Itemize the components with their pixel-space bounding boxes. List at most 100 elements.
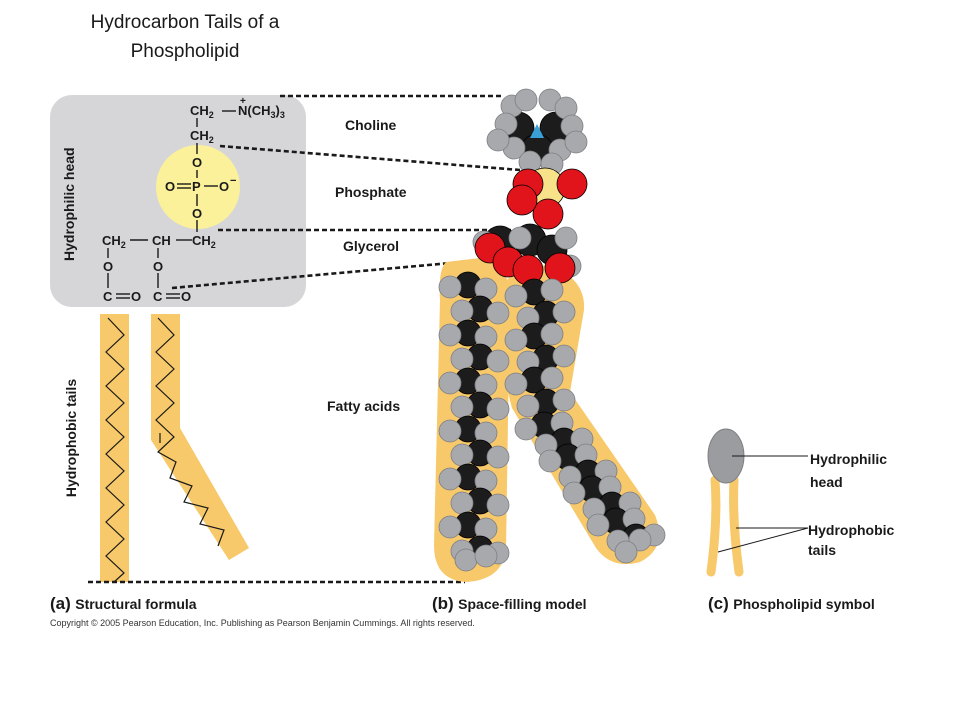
formula-o-lower: O — [192, 206, 202, 221]
formula-glycerol-ch2-left: CH2 — [102, 233, 126, 250]
hydrogen-atom — [486, 493, 510, 517]
saturated-tail-band — [100, 314, 129, 582]
formula-carbonyl-right-o: O — [181, 289, 191, 304]
saturated-tail-zigzag — [105, 317, 125, 583]
unsaturated-tail-band — [151, 314, 249, 560]
oxygen-atom — [544, 252, 576, 284]
hydrogen-atom — [508, 226, 532, 250]
caption-a-letter: (a) — [50, 594, 71, 613]
symbol-tail-left — [706, 475, 721, 577]
hydrogen-atom — [486, 397, 510, 421]
hydrogen-atom — [450, 443, 474, 467]
connector-lines — [88, 94, 528, 584]
formula-bonds — [107, 110, 236, 299]
caption-a-text: Structural formula — [75, 596, 197, 612]
formula-n-group: N(CH3)3 — [238, 103, 285, 120]
hydrogen-atom — [504, 372, 528, 396]
symbol-tail-right — [729, 475, 744, 577]
symbol-head-label-line2: head — [810, 474, 843, 490]
caption-a: (a) Structural formula — [50, 594, 197, 614]
hydrophilic-head-label: Hydrophilic head — [61, 147, 77, 261]
hydrogen-atom — [486, 349, 510, 373]
oxygen-atom — [556, 168, 588, 200]
symbol-tails-label: Hydrophobic tails — [808, 520, 894, 560]
hydrogen-atom — [438, 323, 462, 347]
formula-carbonyl-left-o: O — [131, 289, 141, 304]
hydrogen-atom — [514, 417, 538, 441]
caption-b: (b) Space-filling model — [432, 594, 587, 614]
oxygen-atom — [532, 198, 564, 230]
hydrogen-atom — [586, 513, 610, 537]
formula-glycerol-ch2-right: CH2 — [192, 233, 216, 250]
fatty-acids-label: Fatty acids — [327, 398, 401, 414]
phosphate-label: Phosphate — [335, 184, 407, 200]
phospholipid-symbol — [706, 428, 809, 577]
formula-ch2-top: CH2 — [190, 103, 214, 120]
hydrogen-atom — [504, 284, 528, 308]
caption-c-letter: (c) — [708, 594, 729, 613]
hydrogen-atom — [538, 449, 562, 473]
formula-carbonyl-left-c: C — [103, 289, 113, 304]
formula-ester-o-right: O — [153, 259, 163, 274]
caption-c-text: Phospholipid symbol — [733, 596, 875, 612]
symbol-tails-label-line1: Hydrophobic — [808, 522, 895, 538]
hydrogen-atom — [438, 371, 462, 395]
formula-phosphate-o-left: O — [165, 179, 175, 194]
formula-phosphate-o-right: O — [219, 179, 229, 194]
formula-ester-o-left: O — [103, 259, 113, 274]
caption-c: (c) Phospholipid symbol — [708, 594, 875, 614]
symbol-tails-label-line2: tails — [808, 542, 837, 558]
oxygen-atom — [506, 184, 538, 216]
formula-ch2-second: CH2 — [190, 128, 214, 145]
hydrogen-atom — [438, 515, 462, 539]
hydrogen-atom — [486, 128, 510, 152]
hydrogen-atom — [540, 322, 564, 346]
hydrophobic-tails-label: Hydrophobic tails — [63, 378, 79, 498]
phosphate-highlight-circle — [156, 145, 240, 229]
formula-o-upper: O — [192, 155, 202, 170]
hydrogen-atom — [438, 419, 462, 443]
caption-b-text: Space-filling model — [458, 596, 587, 612]
hydrogen-atom — [516, 394, 540, 418]
hydrogen-atom — [554, 226, 578, 250]
hydrogen-atom — [450, 299, 474, 323]
hydrogen-atom — [540, 278, 564, 302]
hydrogen-atom — [450, 395, 474, 419]
unsaturated-tail-zigzag — [155, 317, 225, 547]
hydrogen-atom — [474, 544, 498, 568]
formula-plus-charge: + — [240, 96, 246, 107]
caption-b-letter: (b) — [432, 594, 454, 613]
hydrogen-atom — [552, 388, 576, 412]
symbol-head-label-line1: Hydrophilic — [810, 451, 888, 467]
hydrogen-atom — [504, 328, 528, 352]
hydrogen-atom — [562, 481, 586, 505]
nitrogen-atom — [530, 124, 544, 138]
hydrogen-atom — [552, 344, 576, 368]
hydrogen-atom — [438, 275, 462, 299]
formula-minus-charge: − — [230, 175, 236, 187]
copyright-notice: Copyright © 2005 Pearson Education, Inc.… — [50, 618, 475, 628]
choline-label: Choline — [345, 117, 397, 133]
title-line-1: Hydrocarbon Tails of a — [90, 12, 280, 33]
hydrogen-atom — [552, 300, 576, 324]
hydrogen-atom — [454, 548, 478, 572]
structural-tails — [100, 314, 249, 583]
glycerol-label: Glycerol — [343, 238, 400, 254]
hydrogen-atom — [540, 366, 564, 390]
hydrogen-atom — [450, 491, 474, 515]
hydrogen-atom — [564, 130, 588, 154]
formula-glycerol-ch: CH — [152, 233, 171, 248]
space-filling-atoms — [438, 88, 666, 572]
formula-carbonyl-right-c: C — [153, 289, 163, 304]
hydrogen-atom — [486, 301, 510, 325]
title-line-2: Phospholipid — [130, 41, 240, 62]
hydrogen-atom — [514, 88, 538, 112]
hydrogen-atom — [486, 445, 510, 469]
page-title: Hydrocarbon Tails of a Phospholipid — [60, 8, 310, 66]
formula-phosphate-p: P — [192, 179, 201, 194]
hydrogen-atom — [450, 347, 474, 371]
symbol-head-label: Hydrophilic head — [810, 448, 887, 494]
hydrogen-atom — [438, 467, 462, 491]
hydrogen-atom — [614, 540, 638, 564]
